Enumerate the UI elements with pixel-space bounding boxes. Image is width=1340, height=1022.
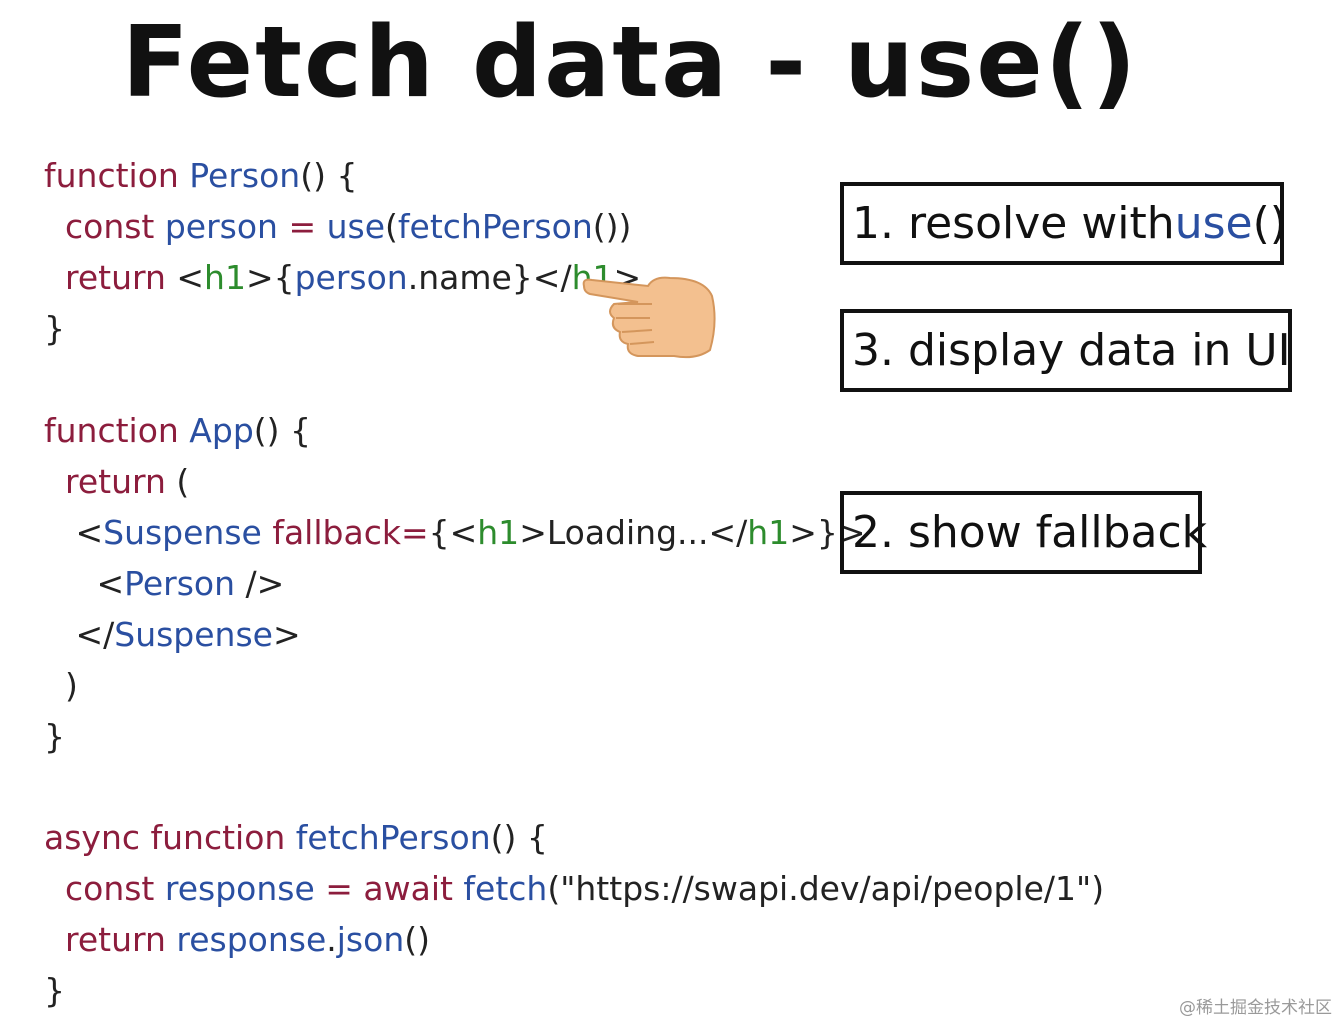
code-token: () { xyxy=(300,156,358,195)
code-token: () { xyxy=(490,818,548,857)
code-line: const response = await fetch("https://sw… xyxy=(44,863,1104,914)
code-token: async xyxy=(44,818,151,857)
code-token: function xyxy=(44,156,190,195)
code-token: Person xyxy=(124,564,236,603)
code-token: >}> xyxy=(789,513,866,552)
step-3-text: 3. display data in UI xyxy=(852,325,1291,376)
code-block-fetch-person: async function fetchPerson() { const res… xyxy=(44,812,1104,1016)
code-token: response xyxy=(176,920,327,959)
code-token: h1 xyxy=(477,513,520,552)
code-token: const xyxy=(44,207,165,246)
code-token: .name}</ xyxy=(407,258,572,297)
code-token: </ xyxy=(44,615,115,654)
code-token: >Loading...</ xyxy=(519,513,748,552)
code-token: await xyxy=(363,869,464,908)
code-token: < xyxy=(176,258,205,297)
code-token: < xyxy=(44,564,125,603)
code-token: } xyxy=(44,717,65,756)
step-1-prefix: 1. resolve with xyxy=(852,198,1175,249)
code-token: return xyxy=(44,258,177,297)
code-token: /> xyxy=(235,564,285,603)
code-token: person xyxy=(294,258,408,297)
code-token: App xyxy=(189,411,254,450)
code-block-person: function Person() { const person = use(f… xyxy=(44,150,641,354)
code-token: fetchPerson xyxy=(295,818,491,857)
code-line: function Person() { xyxy=(44,150,641,201)
code-token: >{ xyxy=(245,258,295,297)
pointing-hand-icon xyxy=(578,272,718,366)
code-block-app: function App() { return ( <Suspense fall… xyxy=(44,405,866,762)
code-token: const xyxy=(44,869,165,908)
code-token: h1 xyxy=(747,513,790,552)
code-token: {< xyxy=(428,513,478,552)
code-token: fetchPerson xyxy=(397,207,593,246)
code-token: function xyxy=(150,818,296,857)
code-token: > xyxy=(272,615,301,654)
code-token: json xyxy=(336,920,405,959)
code-token: } xyxy=(44,309,65,348)
code-token: = xyxy=(277,207,327,246)
code-line: function App() { xyxy=(44,405,866,456)
page-title: Fetch data - use() xyxy=(121,6,1139,120)
step-3-box: 3. display data in UI xyxy=(840,309,1292,392)
code-line: } xyxy=(44,711,866,762)
code-token: return xyxy=(44,462,177,501)
code-token: ("https://swapi.dev/api/people/1") xyxy=(547,869,1105,908)
watermark: @稀土掘金技术社区 xyxy=(1179,998,1332,1018)
code-line: </Suspense> xyxy=(44,609,866,660)
code-token: Suspense xyxy=(114,615,273,654)
code-line: const person = use(fetchPerson()) xyxy=(44,201,641,252)
code-token: return xyxy=(44,920,177,959)
code-line: <Suspense fallback={<h1>Loading...</h1>}… xyxy=(44,507,866,558)
code-token: person xyxy=(164,207,278,246)
code-token: ) xyxy=(44,666,78,705)
code-token: Person xyxy=(189,156,301,195)
code-line: } xyxy=(44,965,1104,1016)
step-1-highlight: use xyxy=(1174,198,1253,249)
step-1-suffix: () xyxy=(1252,198,1287,249)
code-line: } xyxy=(44,303,641,354)
step-2-text: 2. show fallback xyxy=(852,507,1208,558)
code-token: fallback= xyxy=(272,513,429,552)
code-line: async function fetchPerson() { xyxy=(44,812,1104,863)
code-token: response xyxy=(164,869,315,908)
code-token: Suspense xyxy=(103,513,273,552)
step-2-box: 2. show fallback xyxy=(840,491,1207,574)
code-token: fetch xyxy=(463,869,548,908)
code-token: ( xyxy=(385,207,398,246)
code-token: . xyxy=(326,920,337,959)
code-line: <Person /> xyxy=(44,558,866,609)
code-token: function xyxy=(44,411,190,450)
step-1-box: 1. resolve with use() xyxy=(840,182,1287,265)
code-token: ( xyxy=(176,462,190,501)
code-token: () { xyxy=(253,411,312,450)
code-line: ) xyxy=(44,660,866,711)
code-token: h1 xyxy=(204,258,246,297)
code-line: return ( xyxy=(44,456,866,507)
code-line: return <h1>{person.name}</h1> xyxy=(44,252,641,303)
code-token: < xyxy=(44,513,104,552)
code-line: return response.json() xyxy=(44,914,1104,965)
code-token: ()) xyxy=(592,207,632,246)
code-token: } xyxy=(44,971,65,1010)
code-token: () xyxy=(404,920,430,959)
code-token: = xyxy=(314,869,364,908)
code-token: use xyxy=(326,207,386,246)
